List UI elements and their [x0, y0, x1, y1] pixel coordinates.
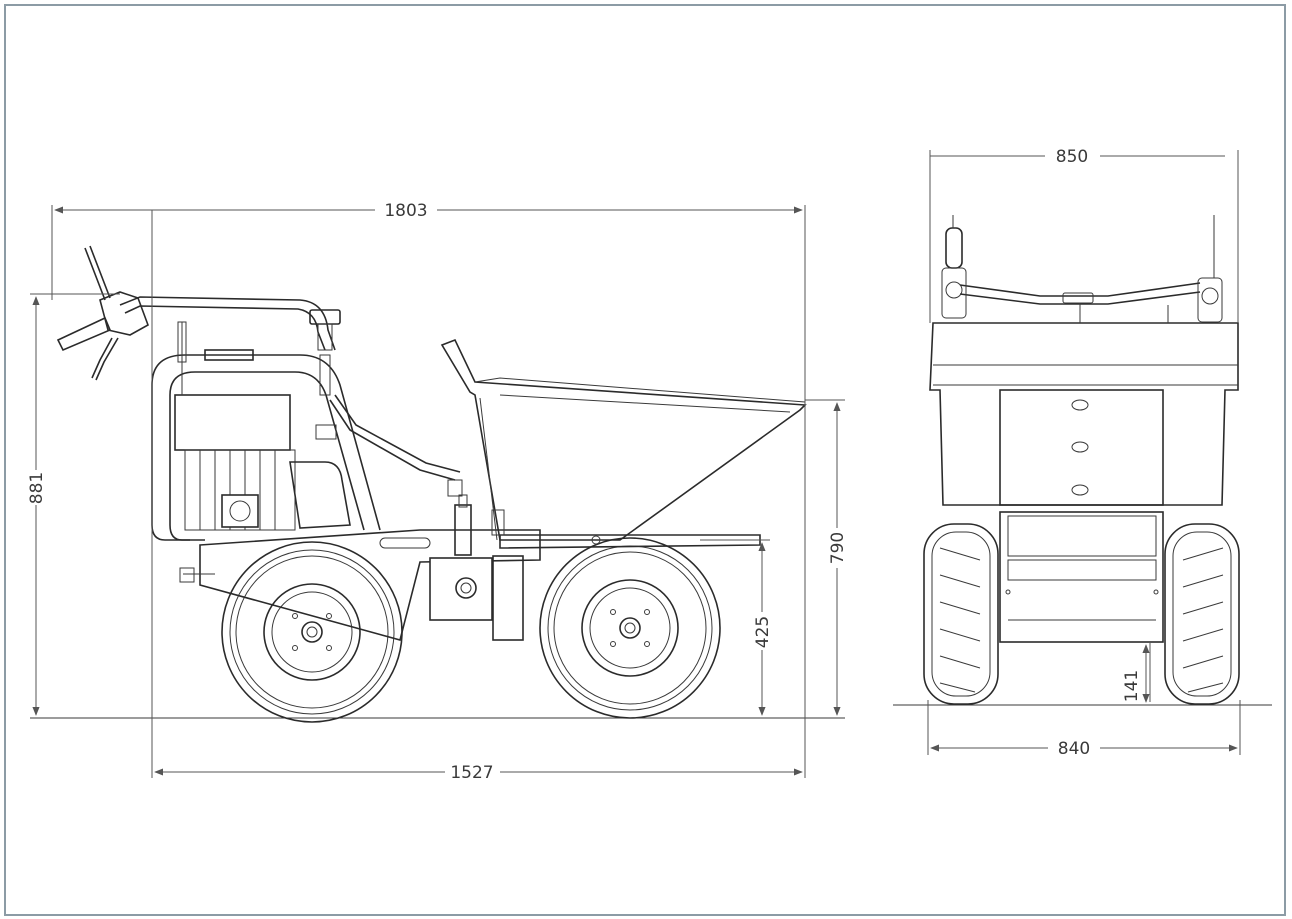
chassis	[179, 529, 761, 641]
front-handlebar	[941, 215, 1223, 323]
dim-axle-height	[700, 539, 770, 716]
dim-track-width	[927, 700, 1241, 755]
label-body-length: 1527	[450, 763, 493, 783]
skip	[440, 338, 807, 556]
dim-overall-height	[30, 293, 120, 716]
label-top-width: 850	[1056, 147, 1088, 167]
label-track-width: 840	[1058, 739, 1090, 759]
engine	[174, 321, 351, 531]
label-overall-height: 881	[27, 472, 47, 504]
dim-ground-clearance	[1142, 642, 1151, 703]
handlebar	[56, 245, 463, 497]
front-view: 850 840 141	[893, 147, 1272, 759]
drawing-frame	[4, 4, 1286, 916]
dim-top-width	[929, 150, 1239, 323]
front-right-tyre	[1164, 523, 1240, 705]
front-body	[929, 322, 1239, 643]
front-left-tyre	[923, 523, 999, 705]
dim-skip-height	[805, 399, 845, 716]
side-view: 1803 1527 881 790 425	[27, 201, 848, 783]
dim-body-length	[151, 210, 806, 778]
label-overall-length: 1803	[384, 201, 427, 221]
roll-frame	[151, 354, 381, 541]
rear-wheel	[221, 541, 403, 723]
dim-overall-length	[51, 205, 806, 410]
label-ground-clearance: 141	[1122, 670, 1142, 702]
label-skip-height: 790	[828, 532, 848, 564]
front-wheel	[539, 537, 721, 719]
label-axle-height: 425	[753, 616, 773, 648]
